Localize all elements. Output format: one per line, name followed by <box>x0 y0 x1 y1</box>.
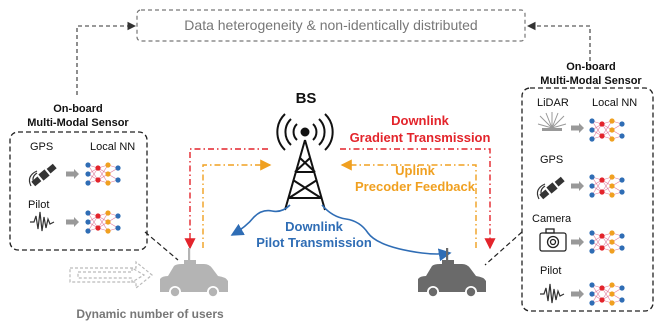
downlink-gradient-label-1: Downlink <box>391 113 450 128</box>
right-sensor-panel <box>521 87 654 312</box>
uplink-label-2: Precoder Feedback <box>355 179 476 194</box>
left-panel-leader <box>144 231 179 261</box>
right-localnn-label: Local NN <box>592 97 637 109</box>
bs-label: BS <box>296 90 317 107</box>
right-panel-title-1: On-board <box>566 61 616 73</box>
left-panel-title-1: On-board <box>53 103 103 115</box>
blue-pilot-left <box>230 204 291 236</box>
right-pilot-label: Pilot <box>540 265 561 277</box>
red-gradient-left <box>184 148 268 250</box>
right-car-icon <box>418 248 486 298</box>
downlink-gradient-label-2: Gradient Transmission <box>350 130 491 145</box>
right-lidar-label: LiDAR <box>537 97 569 109</box>
heterogeneity-label: Data heterogeneity & non-identically dis… <box>184 17 477 33</box>
left-car-icon <box>160 248 228 298</box>
left-pilot-label: Pilot <box>28 199 49 211</box>
base-station-tower-icon <box>276 113 334 211</box>
left-panel-title-2: Multi-Modal Sensor <box>27 117 129 129</box>
heterogeneity-box <box>136 9 526 42</box>
left-connector <box>76 21 137 95</box>
orange-uplink-right <box>340 159 477 248</box>
uplink-label-1: Uplink <box>395 163 435 178</box>
left-localnn-label: Local NN <box>90 141 135 153</box>
blue-pilot-right <box>321 204 452 262</box>
orange-uplink-left <box>202 159 272 248</box>
red-gradient-right <box>340 148 496 250</box>
users-label: Dynamic number of users <box>76 307 224 321</box>
camera-icon <box>539 228 567 252</box>
downlink-pilot-label-2: Pilot Transmission <box>256 235 372 250</box>
right-connector <box>526 21 591 68</box>
right-panel-leader <box>484 231 523 266</box>
left-gps-label: GPS <box>30 141 53 153</box>
lidar-icon <box>537 112 567 131</box>
downlink-pilot-label-1: Downlink <box>285 219 344 234</box>
right-panel-title-2: Multi-Modal Sensor <box>540 75 642 87</box>
right-gps-label: GPS <box>540 154 563 166</box>
motion-arrows-icon <box>69 260 153 290</box>
right-camera-label: Camera <box>532 213 572 225</box>
